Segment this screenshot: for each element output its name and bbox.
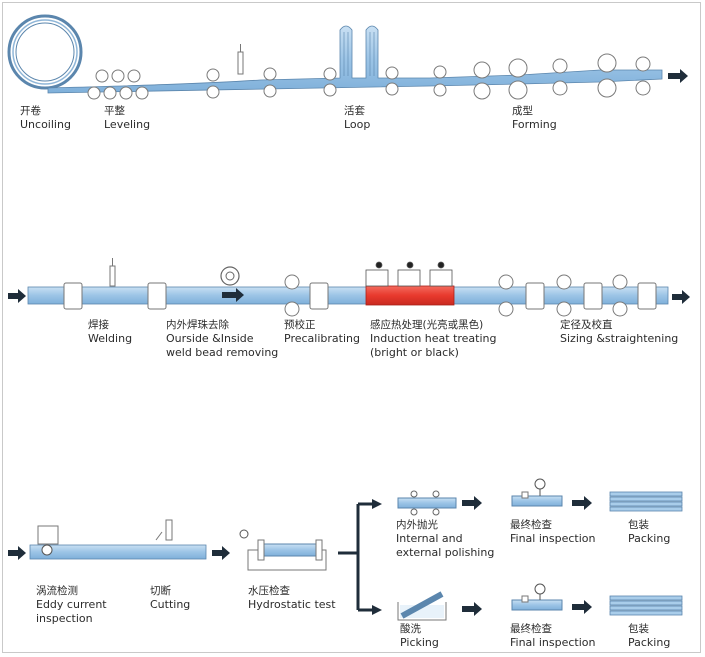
label-bead-removal: 内外焊珠去除 Ourside &Inside weld bead removin… — [166, 318, 278, 360]
leveling-rollers — [87, 66, 399, 100]
label-en: Ourside &Inside — [166, 332, 254, 345]
label-loop: 活套 Loop — [344, 104, 370, 132]
cut-tube — [29, 544, 207, 560]
label-en: Sizing &straightening — [560, 332, 679, 345]
welded-tube — [27, 286, 669, 305]
label-en: Internal and — [396, 532, 463, 545]
label-zh: 开卷 — [20, 105, 41, 117]
label-final-inspection-1: 最终检查 Final inspection — [510, 518, 595, 546]
label-zh: 预校正 — [284, 319, 316, 331]
label-en: Final inspection — [510, 636, 596, 649]
label-zh: 定径及校直 — [560, 319, 613, 331]
bead-removal-tool-icon — [220, 266, 244, 302]
row3-eddy-to-packing — [8, 478, 683, 621]
label-en: weld bead removing — [166, 346, 279, 359]
label-en: Induction heat treating — [370, 332, 497, 345]
label-final-inspection-2: 最终检查 Final inspection — [510, 622, 595, 650]
label-zh: 活套 — [344, 105, 365, 117]
label-en: (bright or black) — [370, 346, 459, 359]
tube-bundle-icon — [609, 491, 683, 512]
flow-arrow-icon — [672, 290, 690, 304]
label-en: Final inspection — [510, 532, 596, 545]
label-en: Loop — [344, 118, 371, 131]
flow-arrow-icon — [462, 602, 482, 616]
row1-uncoil-to-forming — [7, 14, 688, 100]
label-en: external polishing — [396, 546, 495, 559]
label-en: Forming — [512, 118, 557, 131]
forming-rollers — [433, 53, 651, 100]
label-zh: 内外焊珠去除 — [166, 319, 229, 331]
label-zh: 平整 — [104, 105, 125, 117]
label-packing-2: 包装 Packing — [628, 622, 670, 650]
final-inspection-gauge-icon — [511, 478, 563, 507]
cutter-icon — [155, 519, 173, 541]
label-en: Packing — [628, 532, 671, 545]
label-leveling: 平整 Leveling — [104, 104, 150, 132]
label-en: Precalibrating — [284, 332, 360, 345]
label-zh: 最终检查 — [510, 623, 552, 635]
label-en: Picking — [400, 636, 439, 649]
label-packing-1: 包装 Packing — [628, 518, 670, 546]
steel-strip — [47, 25, 663, 94]
label-en: Welding — [88, 332, 133, 345]
label-zh: 切断 — [150, 585, 171, 597]
flow-arrow-icon — [668, 69, 688, 83]
label-zh: 涡流检测 — [36, 585, 78, 597]
flow-arrow-icon — [8, 546, 26, 560]
label-en: Hydrostatic test — [248, 598, 336, 611]
final-inspection-gauge-icon — [511, 583, 563, 611]
branch-connector — [338, 502, 374, 612]
label-zh: 焊接 — [88, 319, 109, 331]
label-eddy: 涡流检测 Eddy current inspection — [36, 584, 107, 626]
label-sizing: 定径及校直 Sizing &straightening — [560, 318, 678, 346]
flow-arrow-icon — [212, 546, 230, 560]
row2-welding-to-sizing — [8, 258, 690, 317]
label-welding: 焊接 Welding — [88, 318, 132, 346]
label-en: Cutting — [150, 598, 191, 611]
label-uncoiling: 开卷 Uncoiling — [20, 104, 71, 132]
label-induction: 感应热处理(光亮或黑色) Induction heat treating (br… — [370, 318, 497, 360]
label-precalibrating: 预校正 Precalibrating — [284, 318, 360, 346]
flow-arrow-icon — [572, 496, 592, 510]
flow-arrow-icon — [372, 499, 382, 509]
polishing-station-icon — [397, 490, 457, 516]
label-en: Eddy current — [36, 598, 107, 611]
sizing-rollers — [284, 274, 628, 317]
label-zh: 包装 — [628, 623, 649, 635]
flow-arrow-icon — [572, 600, 592, 614]
coil-icon — [7, 14, 83, 90]
flow-arrow-icon — [8, 289, 26, 303]
label-pickling: 酸洗 Picking — [400, 622, 439, 650]
label-forming: 成型 Forming — [512, 104, 557, 132]
loop-lines — [343, 32, 375, 76]
torch-icon — [237, 44, 244, 75]
pickling-tank-icon — [397, 591, 447, 621]
label-hydrostatic: 水压检查 Hydrostatic test — [248, 584, 336, 612]
label-zh: 酸洗 — [400, 623, 421, 635]
label-zh: 最终检查 — [510, 519, 552, 531]
label-en: Uncoiling — [20, 118, 71, 131]
label-polishing: 内外抛光 Internal and external polishing — [396, 518, 494, 560]
label-en: Packing — [628, 636, 671, 649]
flow-arrow-icon — [372, 605, 382, 615]
welding-torch-icon — [109, 258, 116, 287]
induction-coil-icons — [365, 261, 453, 287]
stand-clamps — [63, 282, 657, 310]
label-zh: 内外抛光 — [396, 519, 438, 531]
label-zh: 感应热处理(光亮或黑色) — [370, 319, 484, 331]
label-zh: 包装 — [628, 519, 649, 531]
label-zh: 水压检查 — [248, 585, 290, 597]
hydrostatic-tank-icon — [239, 529, 327, 571]
flow-arrow-icon — [462, 496, 482, 510]
induction-heated-zone — [365, 285, 455, 306]
label-zh: 成型 — [512, 105, 533, 117]
tube-bundle-icon — [609, 595, 683, 616]
label-en: inspection — [36, 612, 93, 625]
eddy-current-probe-icon — [37, 525, 59, 556]
label-en: Leveling — [104, 118, 151, 131]
label-cutting: 切断 Cutting — [150, 584, 190, 612]
